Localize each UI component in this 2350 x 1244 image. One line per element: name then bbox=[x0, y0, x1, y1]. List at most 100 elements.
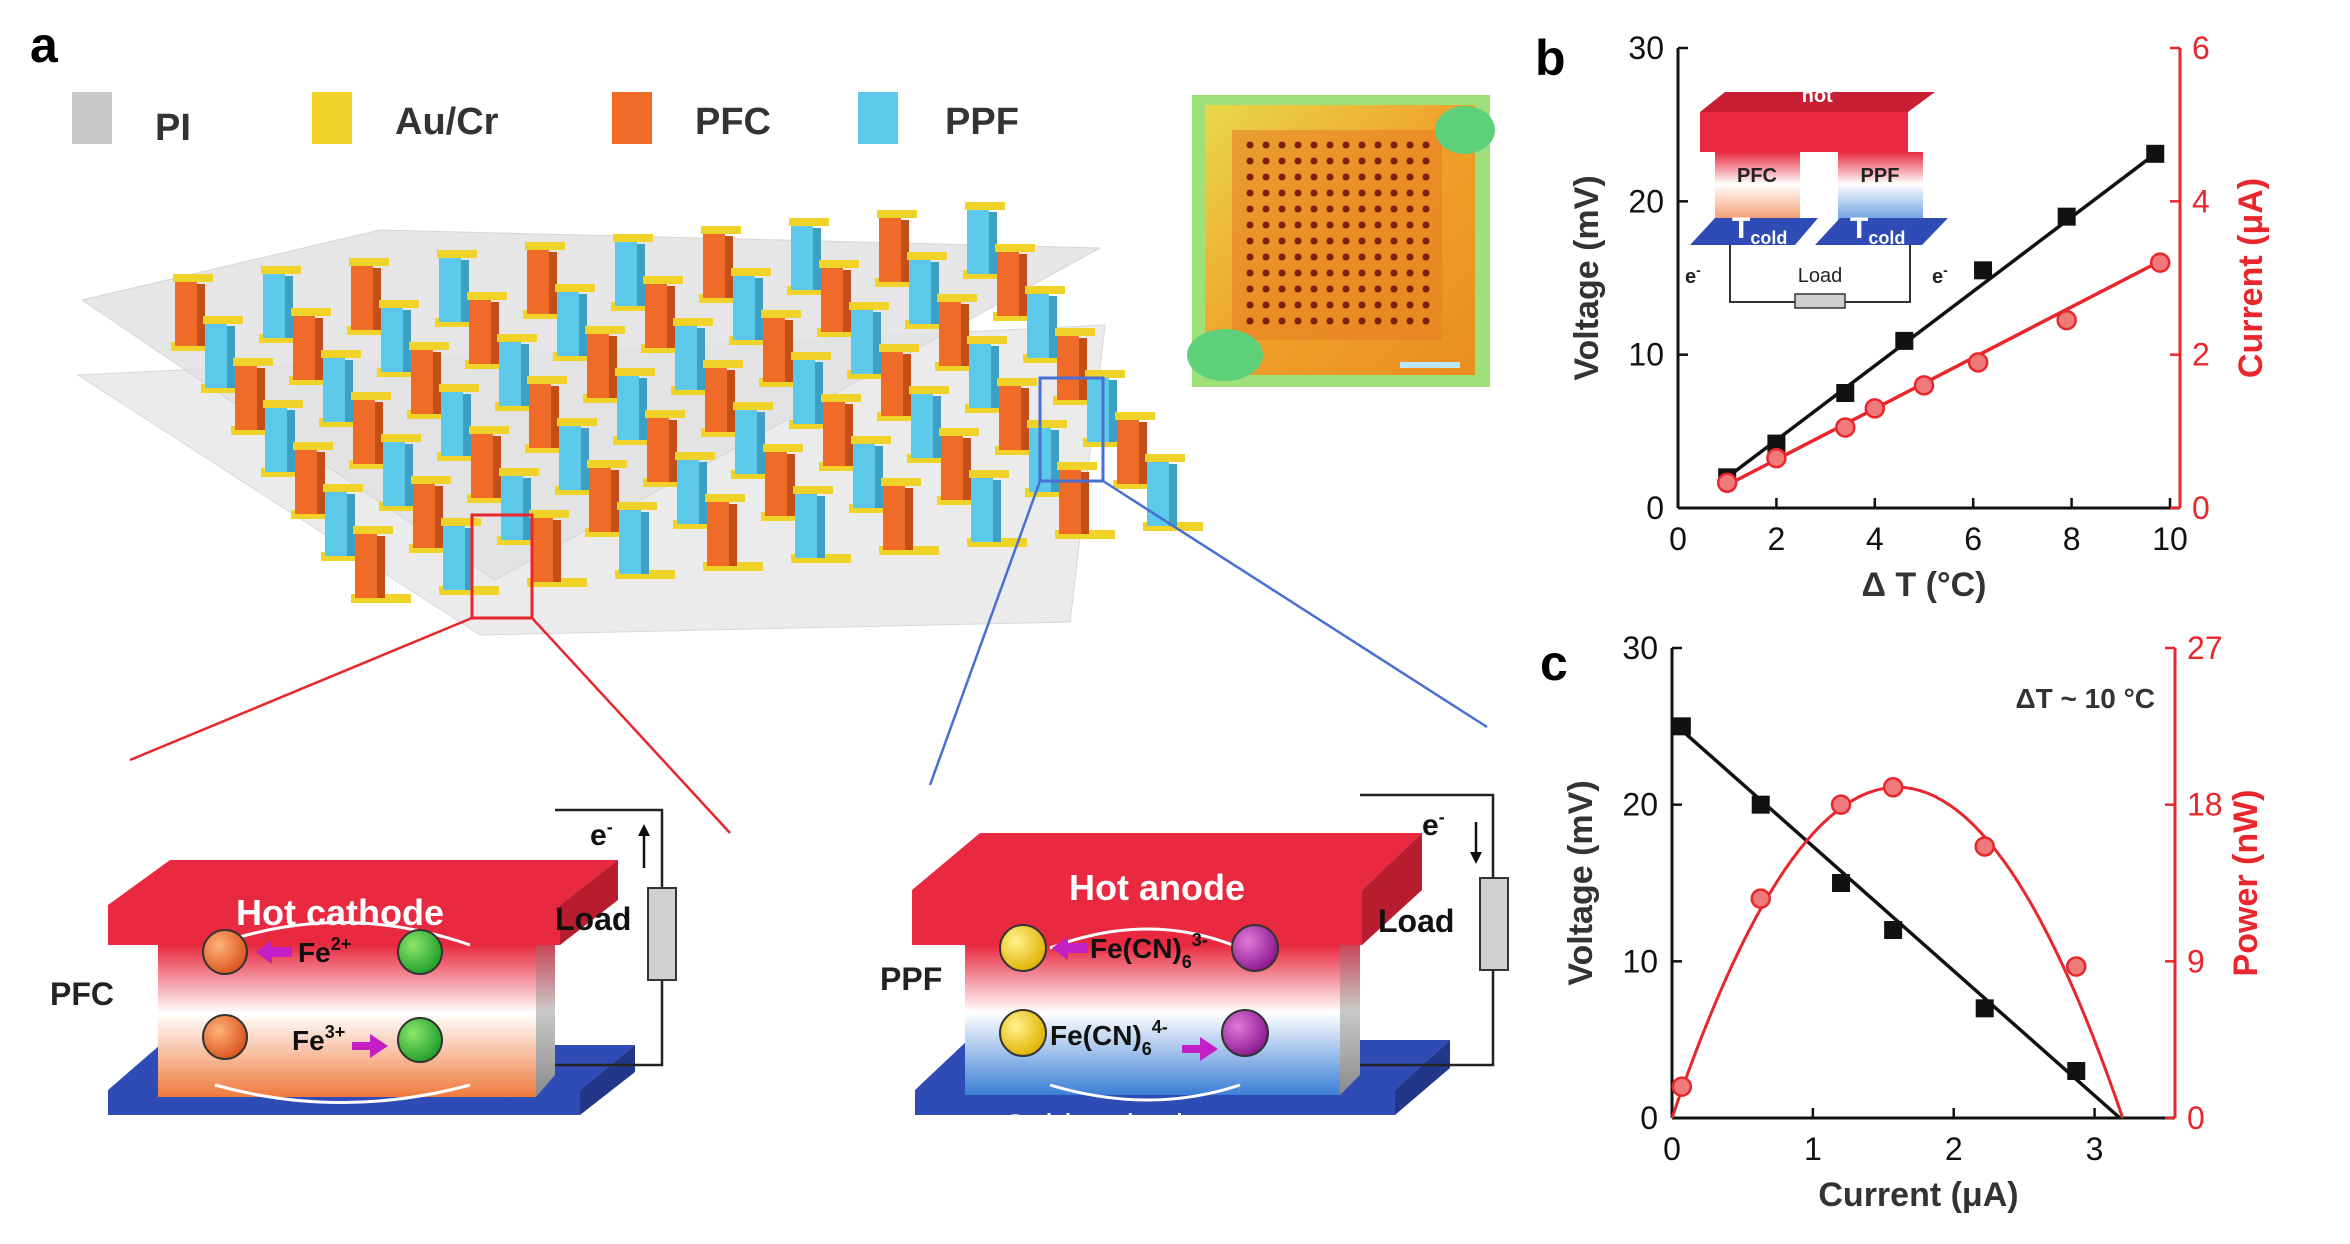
data-point-square bbox=[1974, 261, 1993, 280]
legend-label-pi: PI bbox=[155, 107, 191, 149]
electrode-strip bbox=[409, 544, 469, 553]
pillar-side bbox=[813, 228, 821, 290]
data-point-circle bbox=[1830, 794, 1852, 815]
electrode-strip bbox=[793, 486, 833, 494]
photo-electrode bbox=[1310, 157, 1318, 165]
photo-electrode bbox=[1310, 285, 1318, 293]
photo-electrode bbox=[1390, 157, 1398, 165]
electrode-strip bbox=[587, 460, 627, 468]
photo-electrode bbox=[1406, 253, 1414, 261]
hot-anode-plate bbox=[912, 833, 1422, 945]
photo-electrode bbox=[1262, 301, 1270, 309]
pillar bbox=[353, 398, 375, 464]
electrode-strip bbox=[377, 368, 437, 377]
svg-text:Thot: Thot bbox=[1783, 66, 1833, 107]
electrode-strip bbox=[761, 512, 821, 521]
electrode-strip bbox=[467, 494, 527, 503]
electrode-strip bbox=[967, 538, 1027, 547]
photo-electrode bbox=[1390, 205, 1398, 213]
electrode-strip bbox=[347, 326, 407, 335]
photo-electrode bbox=[1294, 189, 1302, 197]
data-point-circle bbox=[1913, 375, 1935, 396]
photo-electrode bbox=[1406, 269, 1414, 277]
pillar bbox=[1117, 418, 1139, 484]
photo-electrode bbox=[1422, 157, 1430, 165]
photo-electrode bbox=[1246, 205, 1254, 213]
electrode-strip bbox=[997, 378, 1037, 386]
electrode-strip bbox=[789, 218, 829, 226]
pillar bbox=[383, 440, 405, 506]
electrode-strip bbox=[643, 478, 703, 487]
pillar-side bbox=[345, 360, 353, 422]
data-point-square bbox=[1672, 717, 1691, 736]
photo-electrode bbox=[1342, 173, 1350, 181]
pillar-side bbox=[931, 262, 939, 324]
pillar bbox=[791, 224, 813, 290]
pillar-side bbox=[993, 480, 1001, 542]
pillar bbox=[707, 500, 729, 566]
photo-electrode bbox=[1278, 237, 1286, 245]
data-point-circle bbox=[1967, 352, 1989, 373]
pillar bbox=[911, 392, 933, 458]
photo-electrode bbox=[1326, 221, 1334, 229]
electrode-strip bbox=[439, 586, 499, 595]
photo-electrode bbox=[1342, 221, 1350, 229]
pillar-side bbox=[725, 236, 733, 298]
legend-label-au-cr: Au/Cr bbox=[395, 101, 499, 143]
pillar bbox=[355, 532, 377, 598]
photo-electrode bbox=[1358, 237, 1366, 245]
pillar-array bbox=[171, 202, 1203, 603]
pillar-side bbox=[697, 328, 705, 390]
pillar-side bbox=[1139, 422, 1147, 484]
photo-electrode bbox=[1342, 205, 1350, 213]
photo-electrode bbox=[1310, 205, 1318, 213]
electrode-strip bbox=[731, 268, 771, 276]
pillar-side bbox=[817, 496, 825, 558]
electrode-strip bbox=[289, 376, 349, 385]
pillar bbox=[263, 272, 285, 338]
electrode-strip bbox=[525, 444, 585, 453]
pillar-side bbox=[991, 346, 999, 408]
photo-electrode bbox=[1342, 253, 1350, 261]
electrode-strip bbox=[641, 344, 701, 353]
electrode-strip bbox=[497, 334, 537, 342]
electrode-strip bbox=[939, 428, 979, 436]
pillar bbox=[1147, 460, 1169, 526]
electrode-strip bbox=[1145, 454, 1185, 462]
data-point-circle bbox=[2149, 252, 2171, 273]
electrode-strip bbox=[761, 310, 801, 318]
photo-electrode bbox=[1262, 221, 1270, 229]
pillar bbox=[733, 274, 755, 340]
y-right-tick-label: 9 bbox=[2187, 943, 2205, 979]
legend-item-au-cr: Au/Cr bbox=[312, 92, 499, 144]
electrode-strip bbox=[617, 502, 657, 510]
pillar bbox=[703, 232, 725, 298]
fecn4-ion-yellow bbox=[999, 1009, 1047, 1057]
photo-electrode bbox=[1310, 253, 1318, 261]
x-axis-label: Δ T (°C) bbox=[1862, 566, 1987, 604]
pillar-side bbox=[315, 318, 323, 380]
photo-electrode bbox=[1422, 237, 1430, 245]
electrode-strip bbox=[733, 402, 773, 410]
pillar bbox=[205, 322, 227, 388]
fit-line bbox=[1726, 152, 2157, 479]
pillar-side bbox=[1169, 464, 1177, 526]
y-left-tick-label: 20 bbox=[1622, 787, 1658, 823]
ppf-load-label: Load bbox=[1378, 903, 1454, 939]
photo-electrode bbox=[1278, 205, 1286, 213]
pillar-side bbox=[755, 278, 763, 340]
electrode-strip bbox=[879, 546, 939, 555]
electrode-strip bbox=[293, 442, 333, 450]
pillar-side bbox=[549, 252, 557, 314]
pillar-side bbox=[963, 438, 971, 500]
photo-electrode bbox=[1246, 285, 1254, 293]
photo-electrode bbox=[1262, 157, 1270, 165]
photo-electrode bbox=[1262, 285, 1270, 293]
pillar bbox=[793, 358, 815, 424]
pillar bbox=[501, 474, 523, 540]
pillar bbox=[939, 300, 961, 366]
electrode-strip bbox=[849, 504, 909, 513]
electrode-strip bbox=[407, 410, 467, 419]
photo-electrode bbox=[1342, 157, 1350, 165]
legend-swatch-ppf bbox=[858, 92, 898, 144]
